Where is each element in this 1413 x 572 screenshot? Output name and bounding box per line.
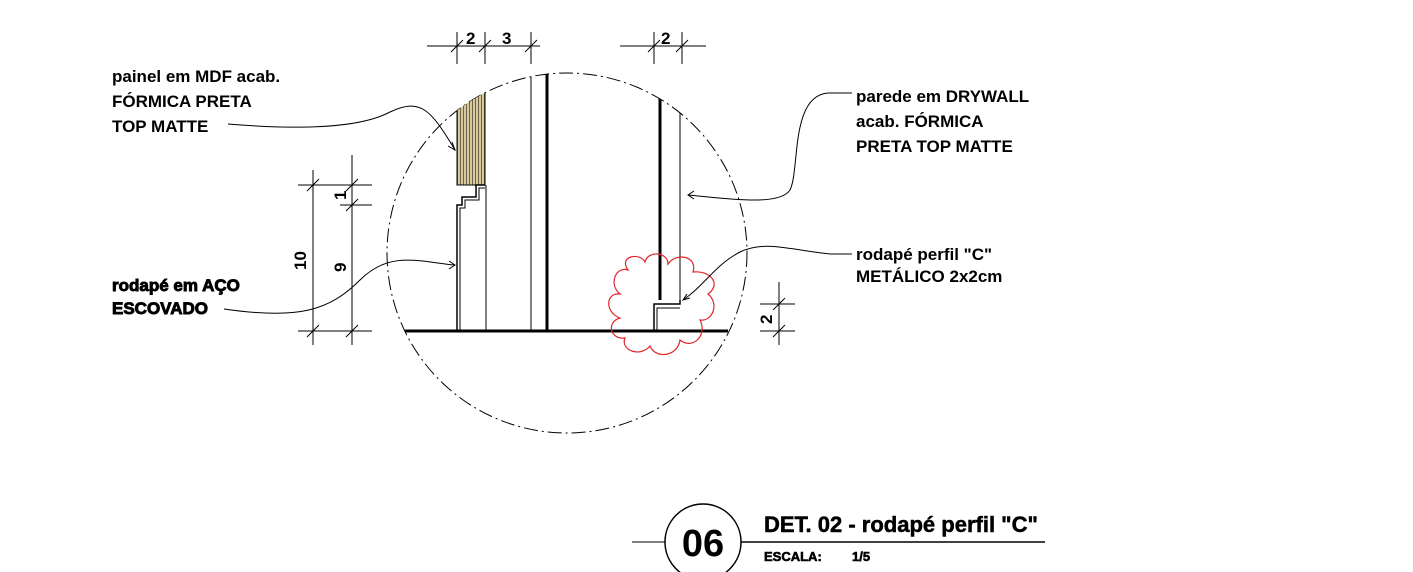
label-steel-baseboard: rodapé em AÇO ESCOVADO (112, 276, 241, 319)
label-mdf-line-3: TOP MATTE (112, 117, 208, 136)
label-c-profile-line-1: rodapé perfil "C" (856, 245, 992, 264)
label-c-profile: rodapé perfil "C" METÁLICO 2x2cm (856, 245, 1002, 286)
detail-number: 06 (682, 523, 724, 565)
dim-right (760, 282, 795, 345)
leader-c-profile (682, 245, 852, 301)
c-profile-shape (653, 300, 681, 331)
leader-mdf (227, 105, 456, 151)
label-drywall-line-3: PRETA TOP MATTE (856, 137, 1013, 156)
dim-left (298, 155, 372, 345)
leader-drywall (687, 92, 852, 201)
detail-section (405, 73, 728, 333)
dim-text-top-left-b: 3 (502, 29, 511, 48)
dim-text-right-small: 2 (757, 315, 776, 324)
label-mdf-line-2: FÓRMICA PRETA (112, 92, 252, 111)
title-block: 06 DET. 02 - rodapé perfil "C" ESCALA: 1… (632, 503, 1045, 572)
dim-text-top-left-a: 2 (466, 29, 475, 48)
label-steel-line-1: rodapé em AÇO (112, 276, 240, 295)
scale-value: 1/5 (852, 549, 870, 564)
label-steel-line-2: ESCOVADO (112, 299, 208, 318)
dim-text-left-outer: 10 (291, 251, 310, 270)
scale-label: ESCALA: (764, 549, 822, 564)
dim-text-top-right: 2 (661, 29, 670, 48)
steel-baseboard-profile (456, 184, 485, 331)
label-mdf-panel: painel em MDF acab. FÓRMICA PRETA TOP MA… (112, 67, 280, 136)
dim-text-left-small: 1 (331, 191, 350, 200)
label-c-profile-line-2: METÁLICO 2x2cm (856, 267, 1002, 286)
detail-boundary-circle (386, 72, 748, 434)
mdf-panel-hatch (456, 73, 486, 186)
leader-steel (223, 259, 456, 314)
dim-top-right (620, 32, 706, 64)
dim-top-left (427, 32, 540, 64)
detail-title: DET. 02 - rodapé perfil "C" (764, 512, 1038, 537)
label-drywall-line-1: parede em DRYWALL (856, 87, 1029, 106)
label-mdf-line-1: painel em MDF acab. (112, 67, 280, 86)
revision-cloud (608, 253, 715, 356)
label-drywall: parede em DRYWALL acab. FÓRMICA PRETA TO… (856, 87, 1029, 156)
dim-text-left-inner: 9 (331, 263, 350, 272)
label-drywall-line-2: acab. FÓRMICA (856, 112, 984, 131)
